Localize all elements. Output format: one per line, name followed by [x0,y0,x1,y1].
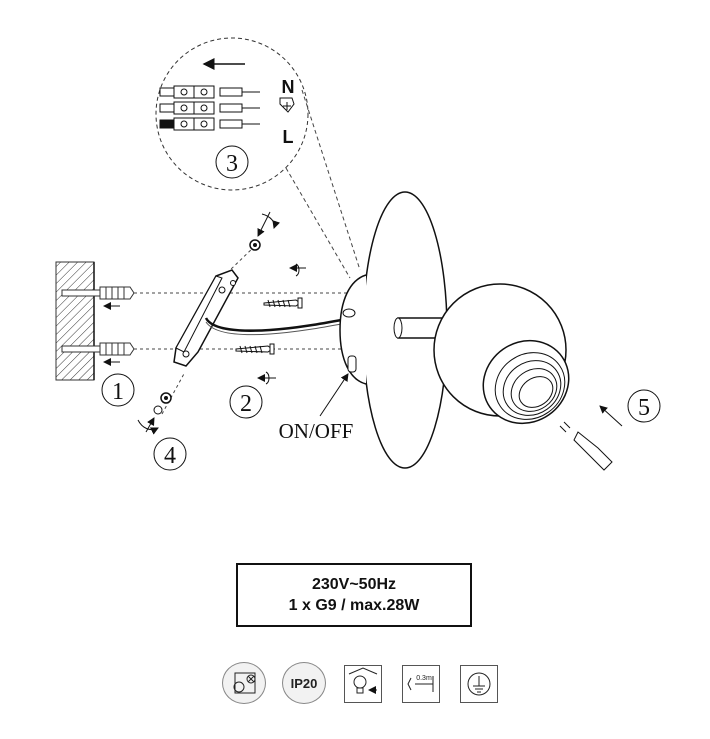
wall-mount-icon [222,662,266,704]
on-off-label: ON/OFF [279,419,354,443]
screw-bottom [235,343,275,355]
wiring-detail [155,37,361,279]
svg-text:5: 5 [638,395,650,421]
wall-plug-bottom [61,342,135,356]
callout-5: 5 [627,389,661,423]
svg-text:4: 4 [164,443,176,469]
rotate-arrow-top [295,263,300,277]
on-off-pointer [319,373,349,417]
set-screw-top [249,211,281,251]
svg-text:2: 2 [240,391,252,417]
bulb-arrow [599,405,623,427]
cable-inner [205,321,353,336]
spec-box: 230V~50Hz 1 x G9 / max.28W [236,563,472,627]
svg-text:1: 1 [112,379,124,405]
min-distance-icon: 0.3m [402,665,440,703]
on-off-switch [347,355,357,373]
lamp-globe [433,283,570,425]
wall-plug-top [61,286,135,300]
bulb-replace-icon [344,665,382,703]
callout-3: 3 [215,145,249,179]
installation-diagram: N L 1 2 3 4 5 [55,37,661,471]
earth-ground-icon [460,665,498,703]
neutral-label: N [282,77,295,97]
live-label: L [283,127,294,147]
callout-2: 2 [229,385,263,419]
g9-bulb [559,421,613,471]
spec-voltage: 230V~50Hz [311,576,397,593]
callout-1: 1 [101,373,135,407]
callout-4: 4 [153,437,187,471]
set-screw-bottom [137,392,172,435]
wall [55,261,95,381]
rotate-arrow-bottom [265,371,270,385]
ip20-label: IP20 [290,675,318,691]
spec-bulb: 1 x G9 / max.28W [288,597,420,614]
svg-text:3: 3 [226,151,238,177]
screw-top [263,297,303,309]
min-distance-label: 0.3m [416,675,432,682]
cable [204,316,353,332]
ip20-icon: IP20 [282,662,326,704]
alignment-lines [134,245,360,415]
